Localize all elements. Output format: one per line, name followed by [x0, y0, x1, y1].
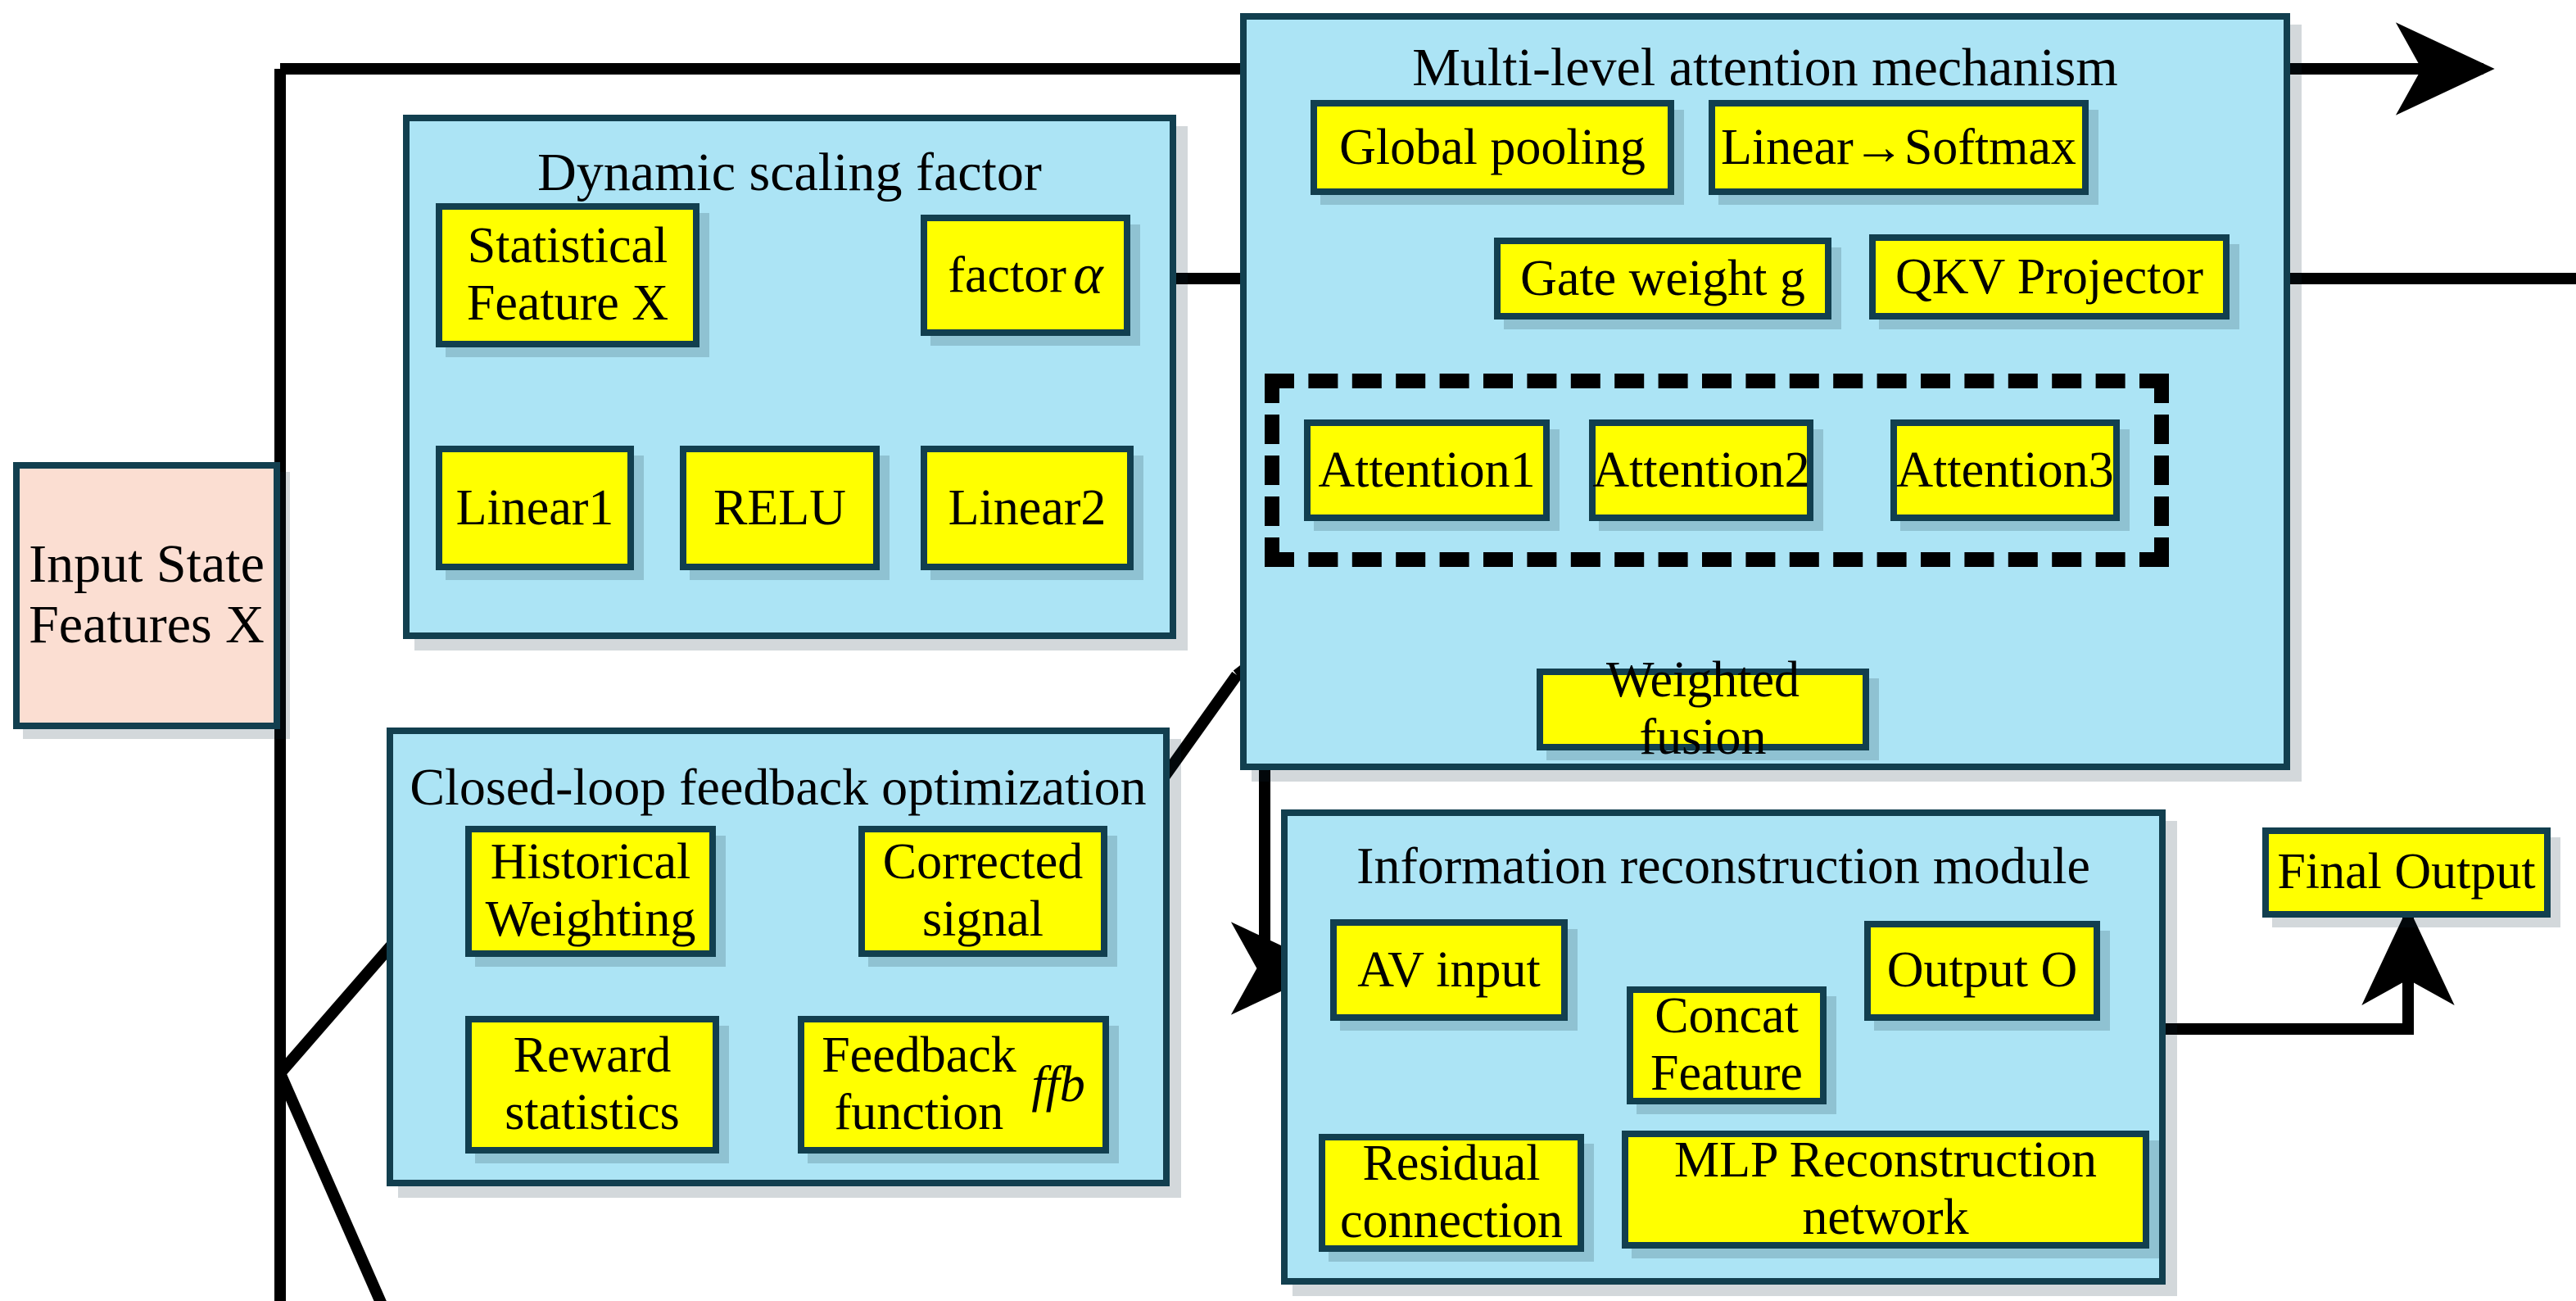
ffb-symbol: ffb	[1031, 1054, 1085, 1113]
feedback-function-label: Feedback function	[822, 1026, 1016, 1140]
node-global-pooling[interactable]: Global pooling	[1311, 100, 1674, 195]
node-reward-statistics[interactable]: Reward statistics	[465, 1016, 719, 1154]
factor-label: factor	[948, 245, 1066, 303]
node-input-state-features[interactable]: Input State Features X	[13, 462, 280, 729]
node-qkv-projector[interactable]: QKV Projector	[1869, 234, 2230, 320]
node-relu[interactable]: RELU	[680, 446, 880, 570]
node-concat-feature[interactable]: Concat Feature	[1627, 986, 1827, 1104]
node-linear-softmax[interactable]: Linear→Softmax	[1709, 100, 2089, 195]
node-gate-weight-g[interactable]: Gate weight g	[1494, 238, 1831, 320]
node-mlp-reconstruction-network[interactable]: MLP Reconstruction network	[1622, 1131, 2149, 1249]
group-title-dynamic-scaling: Dynamic scaling factor	[537, 144, 1042, 203]
group-title-closed-loop: Closed-loop feedback optimization	[410, 757, 1147, 816]
node-residual-connection[interactable]: Residual connection	[1319, 1134, 1584, 1252]
node-historical-weighting[interactable]: Historical Weighting	[465, 826, 716, 957]
edge-reconstruction-to-final	[2162, 906, 2455, 1035]
node-attention1[interactable]: Attention1	[1304, 419, 1550, 521]
alpha-symbol: α	[1073, 242, 1103, 306]
node-weighted-fusion[interactable]: Weighted fusion	[1537, 651, 1869, 765]
group-title-attention: Multi-level attention mechanism	[1412, 39, 2118, 98]
attention-group-dashed-border	[1265, 374, 2169, 567]
node-feedback-function[interactable]: Feedback function ffb	[798, 1016, 1109, 1154]
node-final-output[interactable]: Final Output	[2262, 827, 2551, 918]
node-statistical-feature-x[interactable]: Statistical Feature X	[436, 203, 699, 347]
node-corrected-signal[interactable]: Corrected signal	[858, 826, 1107, 957]
group-title-reconstruction: Information reconstruction module	[1356, 836, 2090, 895]
node-output-o[interactable]: Output O	[1864, 921, 2100, 1021]
node-linear2[interactable]: Linear2	[921, 446, 1134, 570]
node-attention3[interactable]: Attention3	[1890, 419, 2120, 521]
node-attention2[interactable]: Attention2	[1589, 419, 1813, 521]
edge-input-to-closedloop	[274, 1071, 387, 1301]
node-av-input[interactable]: AV input	[1330, 919, 1568, 1021]
node-linear1[interactable]: Linear1	[436, 446, 634, 570]
